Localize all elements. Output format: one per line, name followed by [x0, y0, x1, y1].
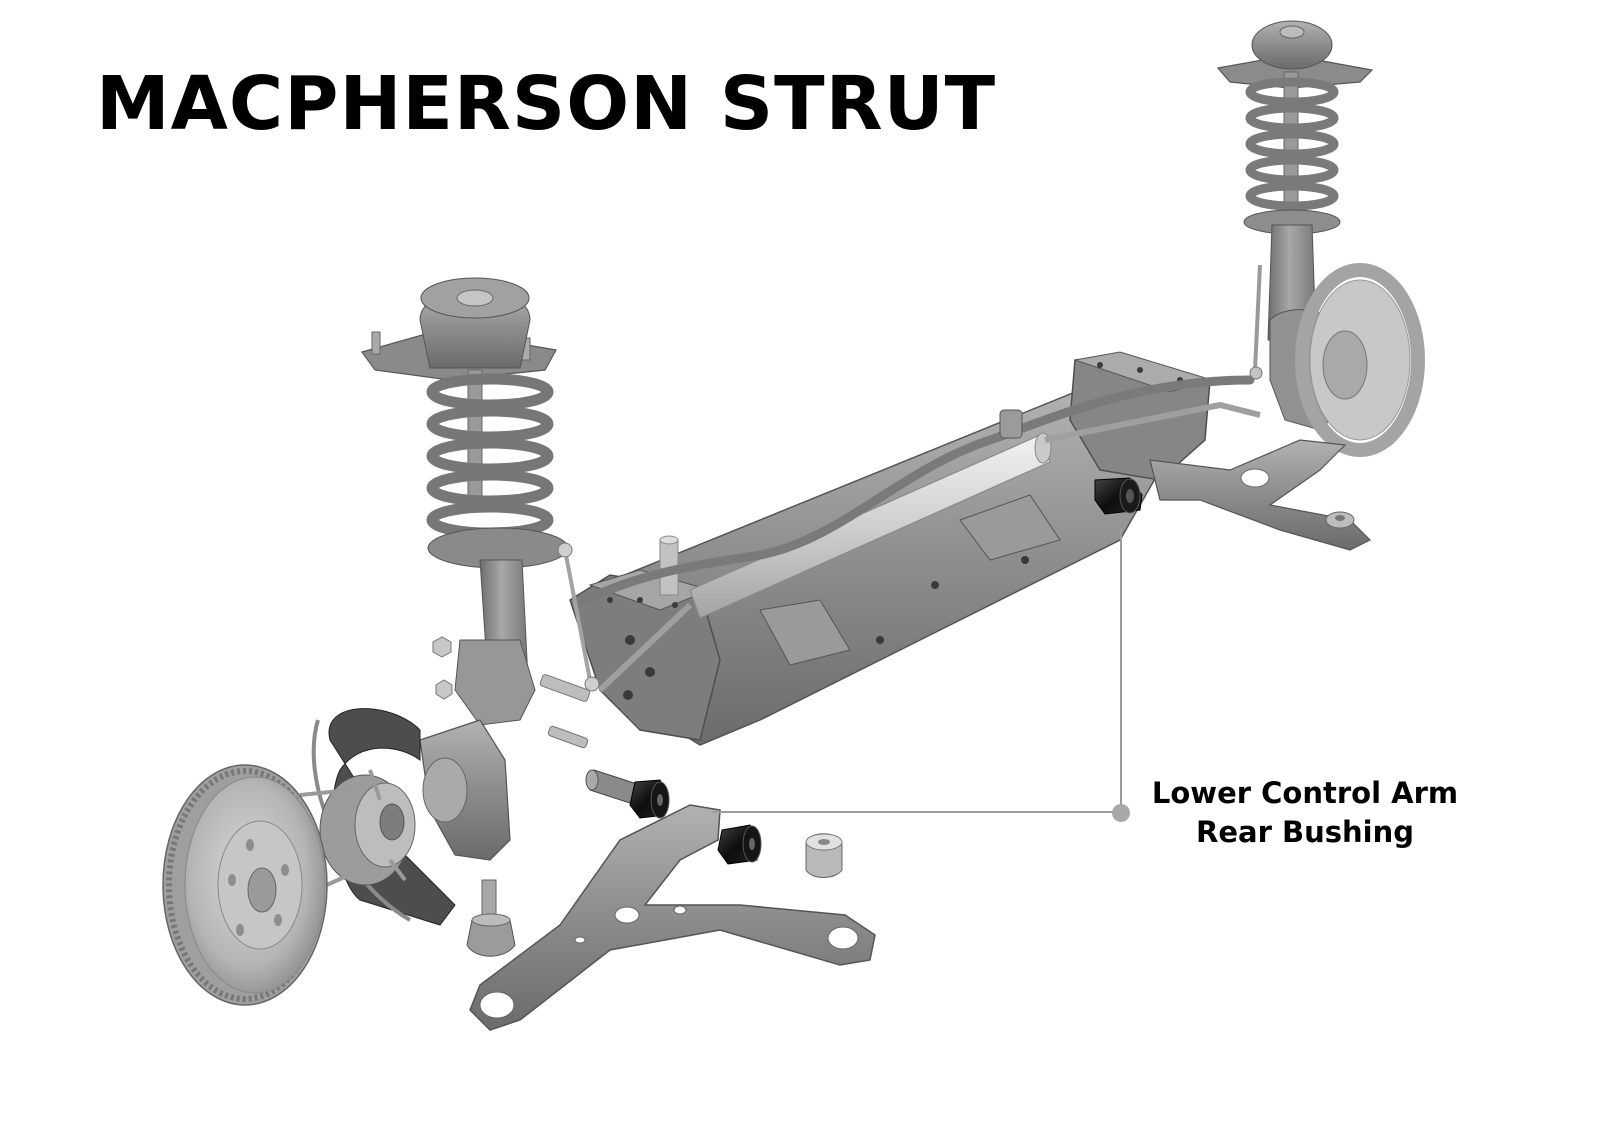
bushing-bolt: [585, 769, 641, 806]
callout-line-2: Rear Bushing: [1196, 815, 1414, 849]
highlighted-bushing-installed: [1094, 477, 1143, 515]
callout-label: Lower Control Arm Rear Bushing: [1140, 774, 1470, 852]
steering-rack: [597, 401, 1261, 693]
bushing-front-piece: [629, 779, 670, 819]
bushing-rear-piece: [717, 824, 762, 865]
subframe: [569, 351, 1214, 746]
sway-bar: [580, 375, 1255, 605]
ball-joint: [466, 879, 516, 957]
callout-leader: [712, 528, 1130, 822]
diagram-title: MACPHERSON STRUT: [96, 61, 997, 147]
brake-rotor: [162, 764, 328, 1006]
callout-line-1: Lower Control Arm: [1151, 776, 1459, 810]
right-lower-control-arm: [1149, 439, 1372, 551]
bushing-sleeve: [805, 833, 843, 878]
lower-control-arm: [469, 804, 876, 1031]
right-strut: [1216, 20, 1425, 457]
left-strut: [361, 277, 600, 861]
